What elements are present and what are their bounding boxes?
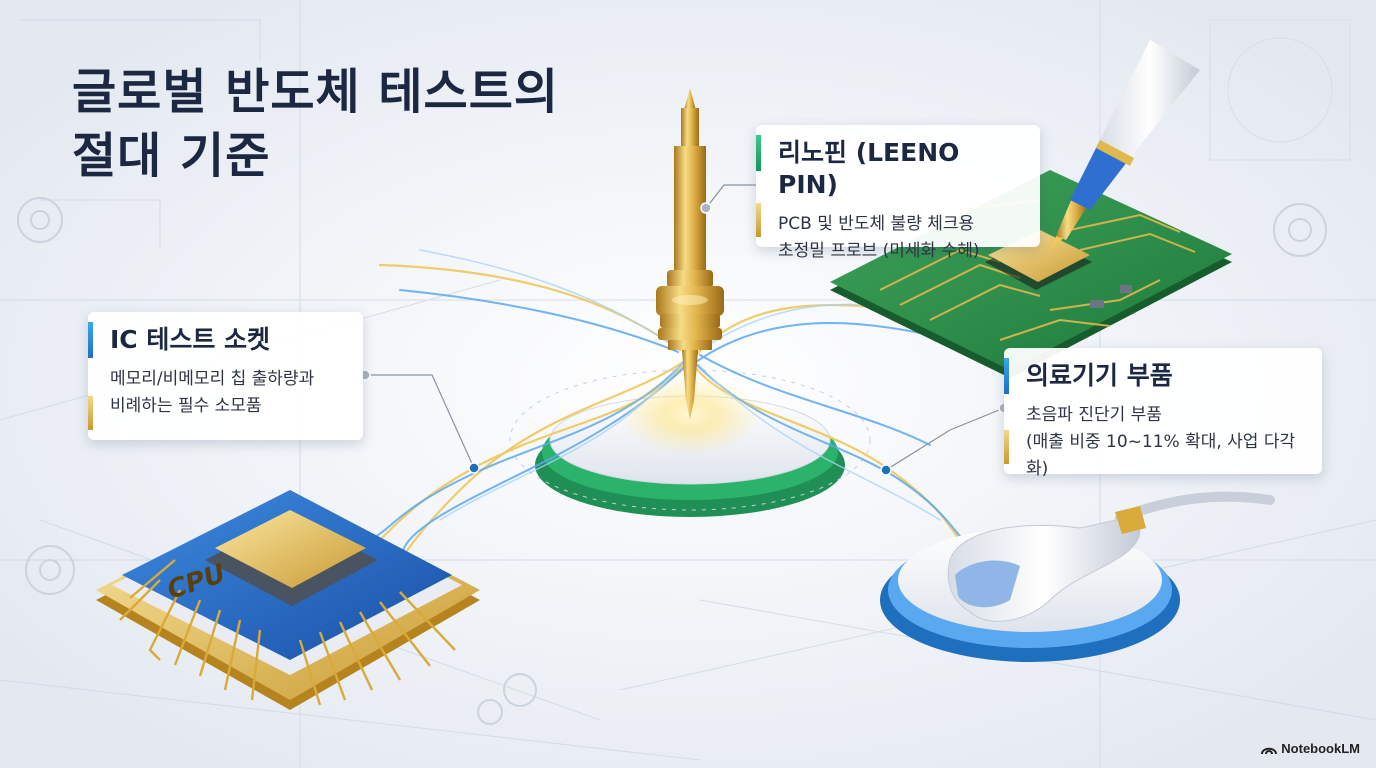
page-title: 글로벌 반도체 테스트의 절대 기준 xyxy=(72,60,559,188)
gear-icon xyxy=(17,197,1327,725)
probe-pin-icon xyxy=(620,88,760,455)
card-accent-bar-gold xyxy=(88,396,93,430)
leeno-pin-line-1: PCB 및 반도체 불량 체크용 xyxy=(778,214,975,234)
pcb-board-icon xyxy=(830,170,1232,378)
cpu-chip-icon: CPU xyxy=(96,490,480,710)
card-accent-bar-gold xyxy=(1004,430,1009,464)
card-accent-bar xyxy=(756,135,761,171)
leeno-pin-line-2: 초정밀 프로브 (미세화 수혜) xyxy=(778,241,980,261)
notebooklm-watermark: NotebookLM xyxy=(1261,741,1360,756)
leeno-pin-card: 리노핀 (LEENO PIN) PCB 및 반도체 불량 체크용 초정밀 프로브… xyxy=(756,125,1040,261)
ultrasound-probe-icon xyxy=(880,491,1275,662)
ic-socket-line-1: 메모리/비메모리 칩 출하량과 xyxy=(110,369,315,389)
title-line-1: 글로벌 반도체 테스트의 xyxy=(72,64,560,120)
card-accent-bar-gold xyxy=(756,203,761,237)
medical-heading: 의료기기 부품 xyxy=(1026,361,1173,390)
medical-line-2: (매출 비중 10~11% 확대, 사업 다각화) xyxy=(1026,432,1296,479)
ic-socket-card: IC 테스트 소켓 메모리/비메모리 칩 출하량과 비례하는 필수 소모품 xyxy=(88,312,363,440)
medical-line-1: 초음파 진단기 부품 xyxy=(1026,405,1162,425)
test-pen-icon xyxy=(1050,40,1200,250)
callout-connectors xyxy=(365,184,1005,471)
ic-socket-heading: IC 테스트 소켓 xyxy=(110,325,271,354)
card-accent-bar xyxy=(88,322,93,358)
notebooklm-logo-icon xyxy=(1261,747,1278,754)
title-line-2: 절대 기준 xyxy=(72,128,271,184)
watermark-text: NotebookLM xyxy=(1281,741,1360,756)
leeno-pin-heading: 리노핀 (LEENO PIN) xyxy=(778,138,960,199)
card-accent-bar xyxy=(1004,358,1009,394)
ic-socket-line-2: 비례하는 필수 소모품 xyxy=(110,396,262,416)
medical-device-card: 의료기기 부품 초음파 진단기 부품 (매출 비중 10~11% 확대, 사업 … xyxy=(1004,348,1322,479)
